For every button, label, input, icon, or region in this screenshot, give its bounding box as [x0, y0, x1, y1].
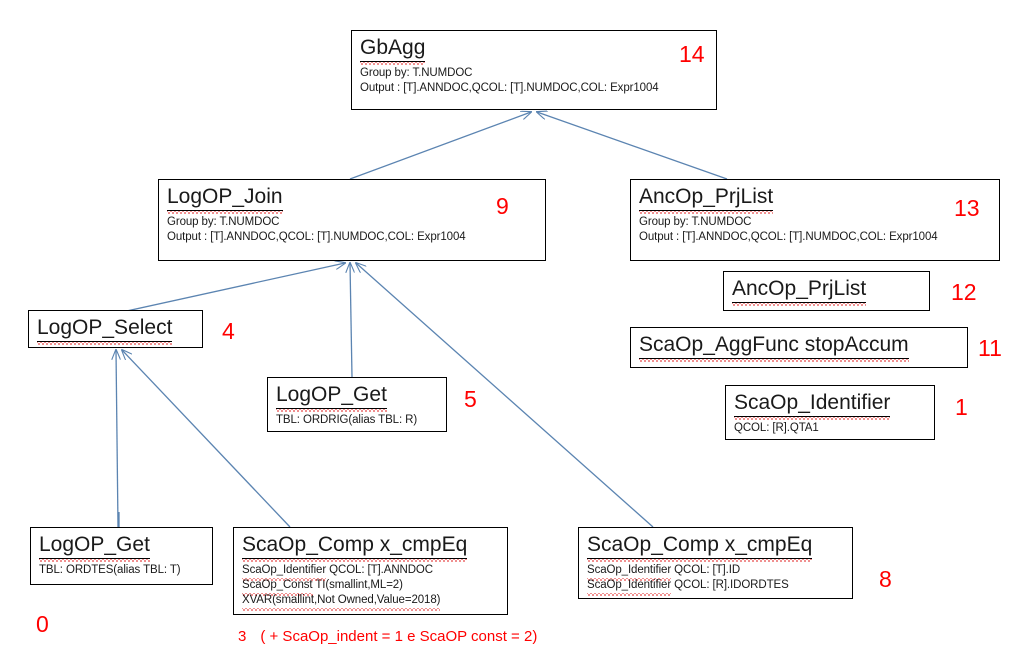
node-detail-line: TBL: ORDRIG(alias TBL: R) [276, 414, 418, 426]
spellcheck-span: ScaOp_Identifier [587, 564, 672, 581]
spellcheck-span: XVAR(smallint,Not Owned,Value=2018) [242, 594, 441, 611]
node-detail-line: XVAR(smallint,Not Owned,Value=2018) [242, 593, 499, 611]
node-detail-line: Output : [T].ANNDOC,QCOL: [T].NUMDOC,COL… [360, 82, 659, 94]
node-detail-lines: Group by: T.NUMDOC Output : [T].ANNDOC,QC… [639, 215, 991, 245]
node-badge: 8 [879, 566, 892, 592]
node-badge: 9 [496, 193, 509, 219]
node-title: ScaOp_Comp x_cmpEq [242, 532, 468, 562]
footnote-number: 3 [238, 628, 247, 645]
footnote-text: ( + ScaOp_indent = 1 e ScaOP const = 2) [260, 628, 538, 645]
node-badge: 12 [951, 279, 977, 305]
node-title: AncOp_PrjList [639, 184, 774, 214]
node-badge: 4 [222, 318, 235, 344]
node-detail-line: ScaOp_Identifier QCOL: [T].ID [587, 564, 741, 581]
node-ancop-prjlist-12[interactable]: AncOp_PrjList [723, 271, 930, 311]
node-detail-line: Group by: T.NUMDOC [360, 67, 473, 79]
node-title: ScaOp_AggFunc stopAccum [639, 332, 909, 362]
node-title: ScaOp_Comp x_cmpEq [587, 532, 813, 562]
node-detail-lines: Group by: T.NUMDOC Output : [T].ANNDOC,QC… [360, 66, 708, 96]
node-detail-lines: TBL: ORDRIG(alias TBL: R) [276, 413, 438, 428]
node-detail-line: Output : [T].ANNDOC,QCOL: [T].NUMDOC,COL… [639, 231, 938, 243]
node-badge: 14 [679, 41, 705, 67]
node-detail-lines: TBL: ORDTES(alias TBL: T) [39, 563, 204, 578]
node-badge: 5 [464, 386, 477, 412]
node-title: GbAgg [360, 35, 426, 65]
node-detail-line: TBL: ORDTES(alias TBL: T) [39, 564, 181, 576]
spellcheck-span: ScaOp_Identifier [242, 564, 327, 581]
node-badge: 1 [955, 394, 968, 420]
node-logop-select[interactable]: LogOP_Select [28, 310, 203, 348]
node-detail-line: ScaOp_Identifier QCOL: [T].ANNDOC [242, 564, 433, 581]
footnote: 3 ( + ScaOp_indent = 1 e ScaOP const = 2) [238, 628, 537, 646]
edge-logop-select-to-logop-join [121, 263, 345, 313]
edge-logop-get-0-to-logop-select [116, 350, 118, 528]
edge-logop-get-5-to-logop-join [350, 263, 352, 378]
edge-logop-join-to-gbagg [349, 112, 531, 180]
node-detail-lines: QCOL: [R].QTA1 [734, 421, 926, 436]
node-title: LogOP_Select [37, 315, 173, 345]
node-title: LogOP_Get [276, 382, 387, 412]
node-detail-line: ScaOp_Const TI(smallint,ML=2) [242, 579, 403, 596]
node-detail-line: Output : [T].ANNDOC,QCOL: [T].NUMDOC,COL… [167, 231, 466, 243]
node-detail-lines: Group by: T.NUMDOC Output : [T].ANNDOC,QC… [167, 215, 537, 245]
node-detail-line: Group by: T.NUMDOC [167, 216, 280, 228]
spellcheck-span: ScaOp_Const [242, 579, 313, 596]
node-detail-line: QCOL: [R].QTA1 [734, 422, 819, 434]
node-title: ScaOp_Identifier [734, 390, 891, 420]
node-detail-line: Group by: T.NUMDOC [639, 216, 752, 228]
node-title: LogOP_Join [167, 184, 283, 214]
edge-scaop-comp-3-to-logop-select [122, 350, 291, 528]
node-scaop-aggfunc[interactable]: ScaOp_AggFunc stopAccum [630, 327, 968, 368]
spellcheck-span: ScaOp_Identifier [587, 579, 672, 596]
node-badge: 13 [954, 195, 980, 221]
node-badge: 0 [36, 611, 49, 637]
edge-ancop-prjlist-13-to-gbagg [537, 112, 728, 180]
node-title: LogOP_Get [39, 532, 150, 562]
node-badge: 11 [978, 335, 1002, 361]
node-detail-line: ScaOp_Identifier QCOL: [R].IDORDTES [587, 579, 789, 596]
node-title: AncOp_PrjList [732, 276, 867, 306]
